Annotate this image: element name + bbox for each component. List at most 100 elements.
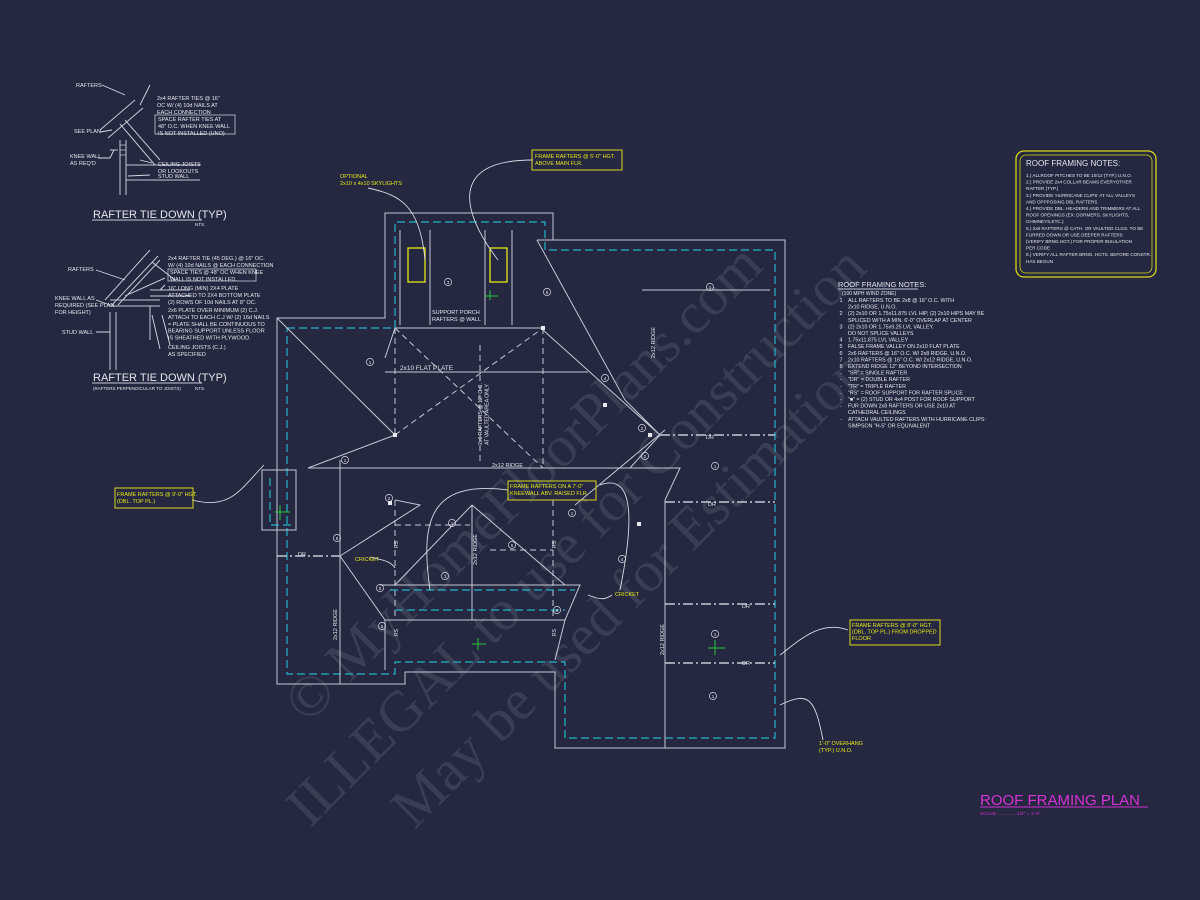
marker-circle bbox=[341, 456, 349, 464]
plate-note: ATTACHED TO 2X4 BOTTOM PLATE bbox=[168, 293, 261, 299]
ceiling-joists-label: CEILING JOISTS bbox=[158, 162, 201, 168]
plan-marker: 1 bbox=[344, 458, 347, 463]
support-porch-label: SUPPORT PORCH bbox=[432, 310, 480, 316]
plate-note-2: BEARING SUPPORT UNLESS FLOOR bbox=[168, 329, 265, 335]
vaulted-rafters-label: AT VAULTED AREA ONLY bbox=[485, 384, 491, 445]
detail-title: RAFTER TIE DOWN (TYP) bbox=[93, 209, 227, 221]
cricket-label: CRICKET bbox=[355, 557, 380, 563]
wind-zone: (100 MPH WIND ZONE) bbox=[842, 291, 897, 297]
note-item: SIMPSON "H-5" OR EQUIVALENT bbox=[848, 423, 931, 429]
ceiling-joists-label: OR LOOKOUTS bbox=[158, 169, 199, 175]
plan-marker: 5 bbox=[379, 586, 382, 591]
plate-note-2: ATTACH TO EACH C.J W/ (2) 16d NAILS bbox=[168, 315, 270, 321]
marker-circle bbox=[385, 494, 393, 502]
note-item: "RS" = ROOF SUPPORT FOR RAFTER SPLICE bbox=[848, 390, 963, 396]
rafter-ties-note: EACH CONNECTION bbox=[157, 110, 211, 116]
note-item: (2) 2x10 OR 1.75x11.875 LVL HIP, (2) 2x1… bbox=[848, 311, 985, 317]
rafter-tie-note: W/ (4) 10d NAILS @ EACH CONNECTION bbox=[168, 263, 274, 269]
knee-wall-label: KNEE WALL bbox=[70, 154, 101, 160]
rafter-tie-note: 2x4 RAFTER TIE (45 DEG.) @ 16" OC. bbox=[168, 256, 265, 262]
ridge-label: 2x12 RIDGE bbox=[651, 327, 657, 358]
ceiling-joists-label: CEILING JOISTS (C.J.) bbox=[168, 345, 226, 351]
plan-marker: 1 bbox=[714, 632, 717, 637]
plate-note: 16" LONG (MIN) 2X4 PLATE bbox=[168, 286, 239, 292]
plan-marker: 4 bbox=[621, 557, 624, 562]
note-item: "TR" = TRIPLE RAFTER bbox=[848, 384, 906, 390]
callout-box bbox=[531, 149, 623, 171]
notes-box-line: AND OPPPOSING DBL RAFTERS bbox=[1026, 199, 1097, 204]
marker-circle bbox=[376, 584, 384, 592]
notes-box-line: (VERIFY BRNG.HGT.) FOR PROPER INSULATION bbox=[1026, 239, 1132, 244]
dbl-top-plate-callout: (DBL. TOP PL.) bbox=[117, 499, 155, 505]
marker-circle bbox=[601, 374, 609, 382]
ridge-label: 2x12 RIDGE bbox=[473, 534, 479, 565]
plate-note-2: = PLATE SHALL BE CONTINUOUS TO bbox=[168, 322, 266, 328]
marker-circle bbox=[711, 462, 719, 470]
roof-plan bbox=[92, 114, 1157, 808]
note-item: ALL RAFTERS TO BE 2x8 @ 16" O.C. WITH bbox=[848, 298, 954, 304]
marker-circle bbox=[378, 622, 386, 630]
marker-circle bbox=[553, 606, 561, 614]
notes-box-line: CHIMNEYS,ETC.) bbox=[1026, 219, 1064, 224]
support-porch-label: RAFTERS @ WALL bbox=[432, 317, 481, 323]
see-plan-label: SEE PLAN bbox=[74, 129, 101, 135]
note-marker: 7 bbox=[839, 357, 842, 363]
note-marker: 3 bbox=[839, 324, 842, 330]
marker-circle bbox=[706, 283, 714, 291]
notes-box-line: FURRED DOWN OR USE DEEPER RAFTERS bbox=[1026, 232, 1123, 237]
notes-box-line: 5.) 2x8 RAFTERS @ CATH. OR VAULTED CLGS.… bbox=[1026, 226, 1143, 231]
notes-box-line: 2.) PROVIDE 2x4 COLLAR BEAMS EVERYOTHER bbox=[1026, 180, 1133, 185]
callout-box bbox=[507, 480, 597, 501]
marker-circle bbox=[444, 278, 452, 286]
notes-box-line: HAS BEGUN bbox=[1026, 259, 1053, 264]
note-item: ATTACH VAULTED RAFTERS WITH HURRICANE CL… bbox=[848, 417, 986, 423]
marker-circle bbox=[641, 452, 649, 460]
plan-marker: 4 bbox=[604, 376, 607, 381]
stud-wall-label: STUD WALL bbox=[62, 330, 93, 336]
plan-marker: 2 bbox=[641, 426, 644, 431]
space-ties-note: SPACE RAFTER TIES AT bbox=[158, 117, 222, 123]
double-rafter-label: DR bbox=[742, 604, 750, 610]
marker-circle bbox=[711, 630, 719, 638]
marker-circle bbox=[543, 288, 551, 296]
note-item: EXTEND RIDGE 12" BEYOND INTERSECTION bbox=[848, 364, 962, 370]
rafter-ties-note: OC W/ (4) 10d NAILS AT bbox=[157, 103, 218, 109]
note-item: SPLICED WITH A MIN. 6'-0" OVERLAP AT CEN… bbox=[848, 318, 972, 324]
plan-marker: 6 bbox=[556, 608, 559, 613]
knee-wall-label: KNEE WALL AS bbox=[55, 296, 95, 302]
plan-marker: 6 bbox=[511, 543, 514, 548]
plan-marker: 6 bbox=[546, 290, 549, 295]
drawing-title: ROOF FRAMING PLAN bbox=[980, 792, 1140, 809]
skylights-callout: OPTIONAL bbox=[340, 174, 368, 180]
detail-scale: NTS. bbox=[195, 222, 205, 227]
note-item: 1.75x11.875 LVL VALLEY bbox=[848, 338, 909, 344]
note-marker: - bbox=[840, 371, 842, 377]
skylights-callout: 2x10 x 4x10 SKYLIGHTS bbox=[340, 181, 402, 187]
marker-circle bbox=[448, 519, 456, 527]
detail-title: RAFTER TIE DOWN (TYP) bbox=[93, 372, 227, 384]
note-item: FUR DOWN 2x8 RAFTERS OR USE 2x10 AT bbox=[848, 404, 956, 410]
note-marker: 5 bbox=[839, 344, 842, 350]
note-marker: - bbox=[840, 397, 842, 403]
note-item: CATHEDRAL CEILINGS bbox=[848, 410, 906, 416]
plan-marker: 1 bbox=[712, 694, 715, 699]
note-item: 2x10 RAFTERS @ 16" O.C. W/ 2x12 RIDGE, U… bbox=[848, 357, 972, 363]
notes-box-line: ROOF OPENINGS (EX: DORMERS, SKYLIGHTS, bbox=[1026, 213, 1129, 218]
drawing-scale: SCALE: ..............1/4" = 1'-0" bbox=[980, 811, 1041, 817]
note-marker: - bbox=[840, 384, 842, 390]
marker-circle bbox=[568, 509, 576, 517]
dropped-floor-callout: FLOOR bbox=[852, 636, 871, 642]
note-item: FALSE FRAME VALLEY ON 2x10 FLAT PLATE bbox=[848, 344, 960, 350]
marker-circle bbox=[618, 555, 626, 563]
cricket-label: CRICKET bbox=[615, 592, 640, 598]
notes-box-line: RAFTER (TYP.) bbox=[1026, 186, 1059, 191]
callout-box bbox=[849, 619, 941, 646]
plan-marker: 1 bbox=[709, 285, 712, 290]
plate-note: (2) ROWS OF 10d NAILS AT 8" OC. bbox=[168, 300, 257, 306]
rafter-ties-note: 2x4 RAFTER TIES @ 16" bbox=[157, 96, 220, 102]
notes-box-line: PER CODE bbox=[1026, 246, 1050, 251]
roof-support-label: RS bbox=[394, 540, 400, 548]
note-item: "DR" = DOUBLE RAFTER bbox=[848, 377, 910, 383]
ridge-label: 2x12 RIDGE bbox=[492, 463, 523, 469]
